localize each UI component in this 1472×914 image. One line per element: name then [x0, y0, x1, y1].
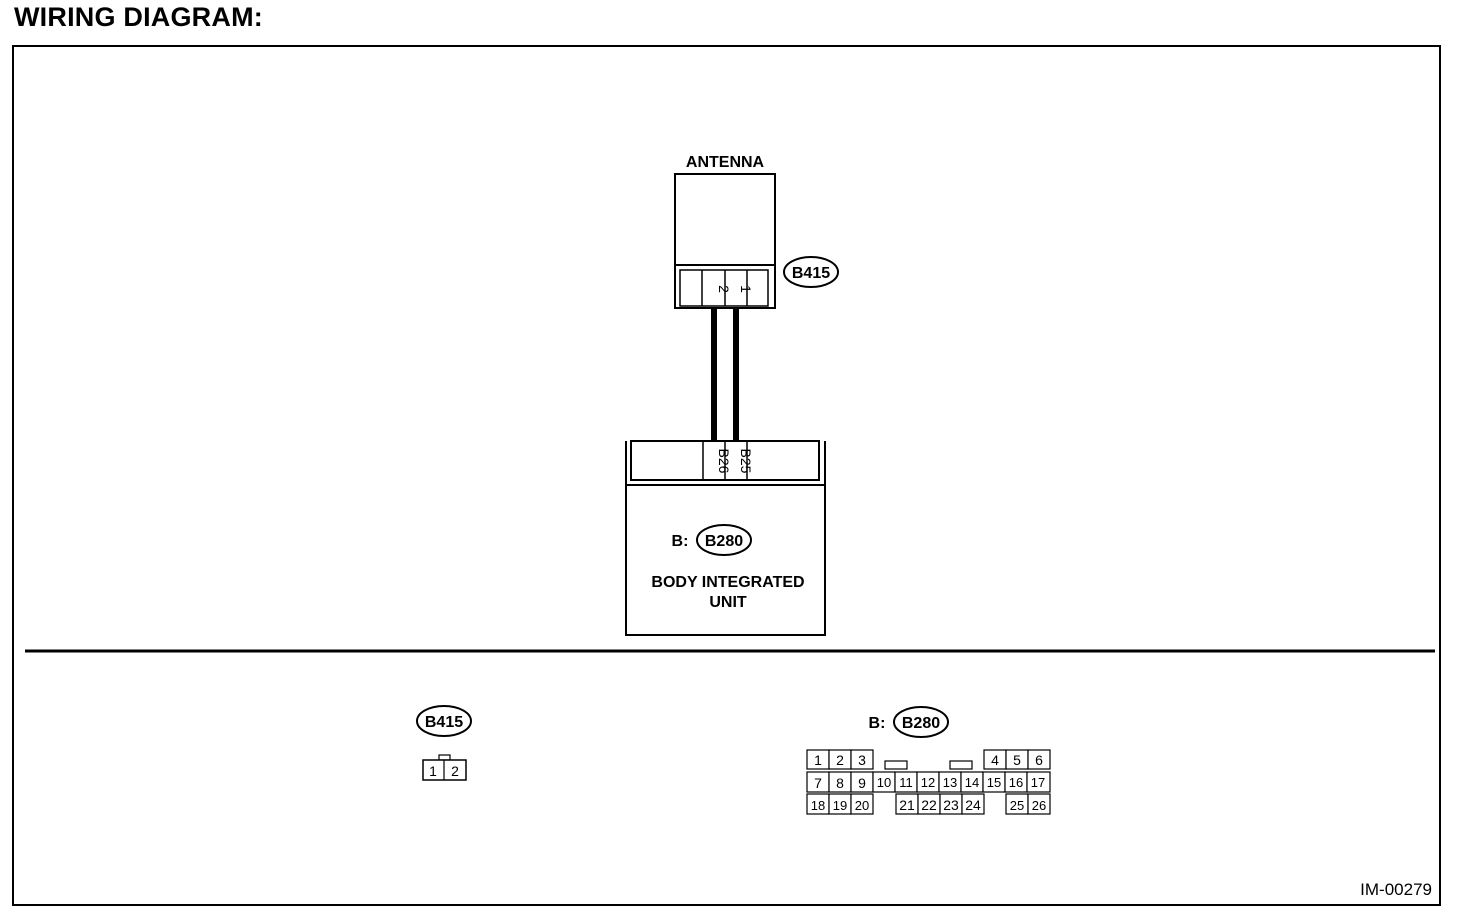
body-unit-label-line2: UNIT	[709, 594, 747, 611]
legend-b280-pin: 1	[814, 752, 822, 768]
legend-b415[interactable]: B415 1 2	[416, 705, 472, 781]
legend-b280-pin: 8	[836, 775, 844, 791]
legend-b280-pin: 22	[921, 797, 937, 813]
legend-b280-pin: 14	[965, 775, 979, 790]
page-title: WIRING DIAGRAM:	[14, 2, 263, 32]
legend-b280-pin: 19	[833, 798, 847, 813]
antenna-connector-code: B415	[792, 265, 830, 282]
legend-b280-pin: 15	[987, 775, 1001, 790]
legend-b280-pin: 2	[836, 752, 844, 768]
body-unit-label-line1: BODY INTEGRATED	[651, 574, 804, 591]
legend-b280-pin: 17	[1031, 775, 1045, 790]
antenna-connector-housing	[679, 269, 769, 307]
antenna-pin-1: 1	[738, 285, 754, 293]
antenna-component[interactable]: ANTENNA 2 1	[674, 154, 776, 309]
legend-b280[interactable]: B: B280 1 2 3 4 5 6 7 8 9 10 11	[806, 706, 1051, 815]
legend-b280-code: B280	[902, 715, 940, 732]
legend-b280-pin: 25	[1010, 798, 1024, 813]
legend-b415-code: B415	[425, 714, 463, 731]
body-unit-connector-callout	[696, 524, 752, 556]
legend-b280-prefix: B:	[869, 715, 886, 732]
legend-b280-pin: 5	[1013, 752, 1021, 768]
body-unit-pin-b25: B25	[738, 449, 754, 474]
legend-b280-pin: 3	[858, 752, 866, 768]
legend-b280-pin: 21	[899, 797, 915, 813]
antenna-connector-callout[interactable]: B415	[783, 256, 839, 288]
legend-b280-pin: 4	[991, 752, 999, 768]
legend-b280-callout	[893, 706, 949, 738]
antenna-pin-2: 2	[716, 285, 732, 293]
legend-b280-pin: 24	[965, 797, 981, 813]
legend-b280-pin: 7	[814, 775, 822, 791]
legend-b280-pin: 13	[943, 775, 957, 790]
legend-b415-pin-1: 1	[429, 763, 437, 779]
legend-b415-pin-2: 2	[451, 763, 459, 779]
legend-b280-pin: 9	[858, 775, 866, 791]
legend-b280-pin: 23	[943, 797, 959, 813]
legend-b280-pin: 10	[877, 775, 891, 790]
legend-b280-pin: 11	[899, 775, 913, 790]
antenna-label: ANTENNA	[686, 154, 765, 171]
figure-id: IM-00279	[1360, 880, 1432, 899]
legend-b280-pin: 12	[921, 775, 935, 790]
legend-b280-pin: 6	[1035, 752, 1043, 768]
body-unit-outline	[625, 441, 826, 636]
legend-b280-pin: 20	[855, 798, 869, 813]
legend-b415-callout	[416, 705, 472, 737]
diagram-frame	[12, 45, 1441, 906]
legend-b280-pin: 18	[811, 798, 825, 813]
body-unit-pin-b26: B26	[716, 449, 732, 474]
legend-b280-pin: 16	[1009, 775, 1023, 790]
legend-b280-pin: 26	[1032, 798, 1046, 813]
body-unit-connector-code: B280	[705, 533, 743, 550]
body-integrated-unit[interactable]: B26 B25 B: B280 BODY INTEGRATED UNIT	[625, 440, 826, 636]
body-unit-connector-prefix: B:	[672, 533, 689, 550]
